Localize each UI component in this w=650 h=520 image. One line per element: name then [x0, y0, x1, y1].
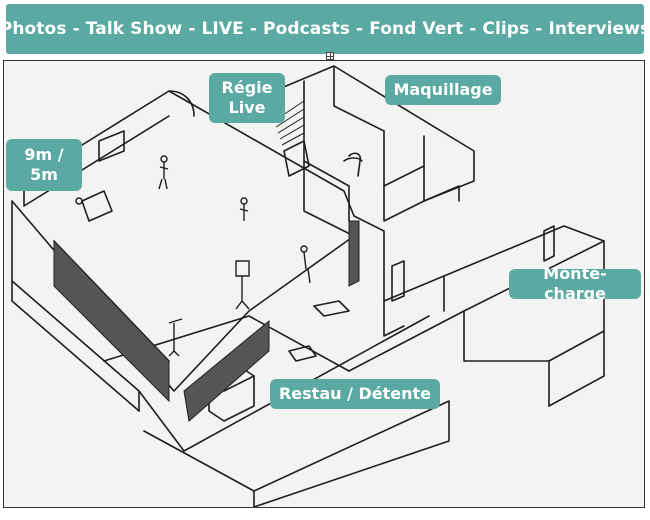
- label-maquillage: Maquillage: [385, 75, 501, 105]
- camera-rig: [235, 260, 250, 310]
- floor-plan-sketch: 9m / 5m Régie Live Maquillage Monte-char…: [3, 60, 645, 508]
- services-banner: Photos - Talk Show - LIVE - Podcasts - F…: [0, 4, 650, 54]
- back-room-front: [303, 160, 355, 237]
- person-1-head: [160, 155, 168, 163]
- back-room-divider-2: [333, 65, 385, 132]
- person-3-body: [303, 251, 311, 284]
- cyclorama: [168, 90, 195, 117]
- chair-1: [348, 152, 362, 177]
- curtain-right: [183, 319, 270, 422]
- person-2-head: [240, 197, 248, 205]
- label-monte-charge: Monte-charge: [509, 264, 641, 303]
- screen-on-wall: [98, 130, 125, 162]
- curtain-left: [53, 239, 170, 403]
- monitor-desk: [283, 140, 310, 177]
- label-regie-live: Régie Live: [209, 73, 285, 123]
- person-2-body: [239, 204, 249, 221]
- table-2: [288, 345, 317, 362]
- label-restau-detente: Restau / Détente: [270, 379, 440, 409]
- back-rooms-outline: [273, 65, 475, 202]
- person-1-body: [158, 162, 169, 190]
- label-studio-size: 9m / 5m: [6, 139, 82, 191]
- services-banner-text: Photos - Talk Show - LIVE - Podcasts - F…: [0, 19, 650, 39]
- back-room-divider-1: [303, 80, 350, 187]
- curtain-mid: [348, 220, 360, 287]
- monte-charge-shaft-front: [548, 330, 605, 407]
- bottom-long-wall: [143, 400, 450, 507]
- lower-left-wall: [11, 200, 430, 452]
- sofa: [81, 190, 113, 222]
- regie-hatch: [273, 100, 305, 146]
- right-wing-wall: [463, 310, 550, 407]
- table-1: [313, 300, 350, 317]
- camera-tripod: [168, 318, 183, 357]
- person-3-head: [300, 245, 308, 253]
- person-4-head: [75, 197, 83, 205]
- door-2: [543, 225, 555, 262]
- door-1: [391, 260, 405, 302]
- back-room-divider-3: [383, 130, 425, 187]
- makeup-wall: [423, 185, 460, 202]
- move-handle-icon[interactable]: [326, 52, 334, 60]
- floor-plan-drawing: [11, 65, 605, 507]
- round-table: [343, 157, 363, 162]
- back-room-front-3: [383, 185, 425, 222]
- middle-wall-2: [383, 300, 405, 337]
- lower-wall-bottom: [11, 280, 140, 412]
- right-wing-back: [443, 225, 605, 277]
